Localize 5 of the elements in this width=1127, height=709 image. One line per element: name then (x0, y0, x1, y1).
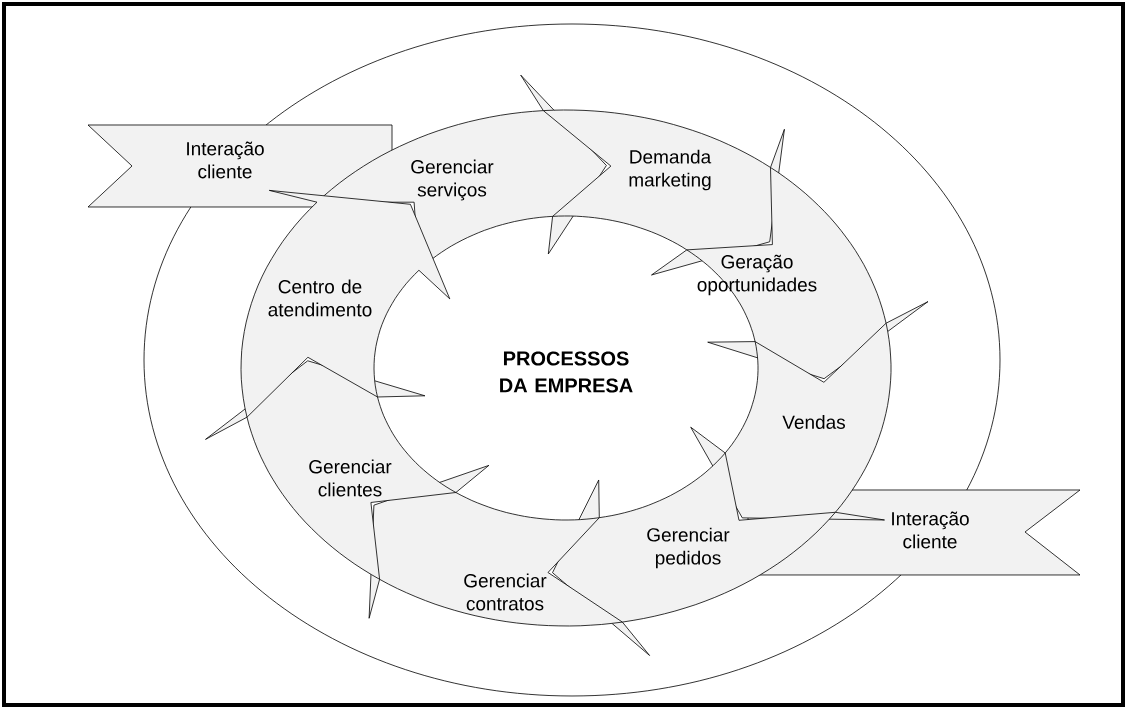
cycle-segment: Gerenciar serviços (316, 74, 607, 271)
cycle-segment: Gerenciar pedidos (552, 452, 836, 656)
center-title: PROCESSOS DA EMPRESA (500, 351, 633, 393)
cycle-segment: Vendas (690, 322, 892, 521)
cycle-segment: Gerenciar clientes (205, 360, 457, 580)
